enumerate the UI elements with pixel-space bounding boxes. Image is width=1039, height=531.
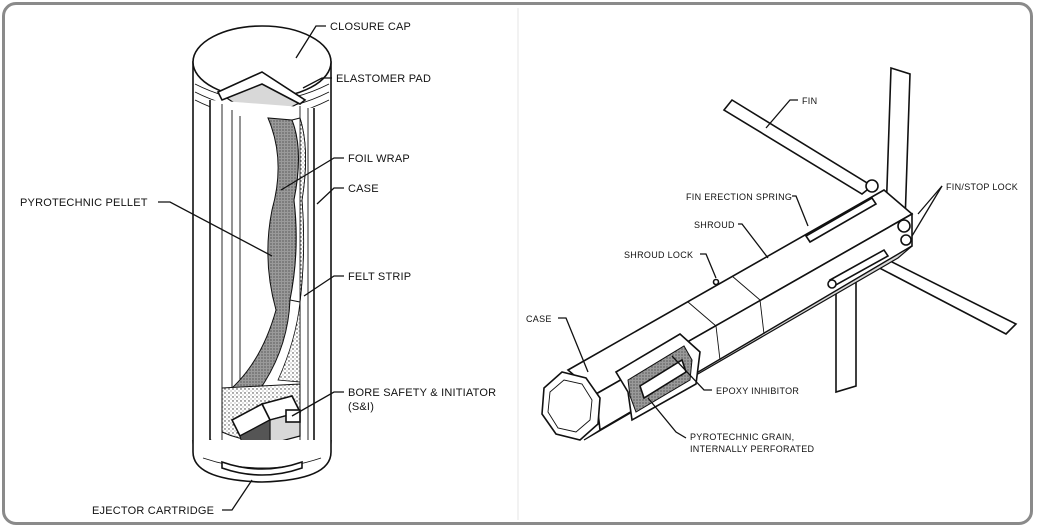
label-foil-wrap: FOIL WRAP (348, 153, 410, 165)
fin-left-shape (722, 98, 874, 195)
label-pyrotechnic-grain: PYROTECHNIC GRAIN, (690, 432, 794, 442)
label-felt-strip: FELT STRIP (348, 271, 411, 283)
label-internally-perforated: INTERNALLY PERFORATED (690, 444, 815, 454)
label-epoxy-inhibitor: EPOXY INHIBITOR (716, 386, 799, 396)
label-bore-safety-si: (S&I) (348, 401, 374, 413)
fin-right-shape (866, 253, 1018, 335)
label-shroud: SHROUD (694, 220, 735, 230)
left-leader-lines (158, 25, 344, 511)
label-fin: FIN (802, 96, 817, 106)
label-shroud-lock: SHROUD LOCK (624, 250, 693, 260)
label-closure-cap: CLOSURE CAP (330, 21, 411, 33)
shroud-lock-pin (712, 278, 720, 286)
label-bore-safety: BORE SAFETY & INITIATOR (348, 387, 496, 399)
flare-cylinder-cutaway (192, 25, 332, 483)
finned-rocket-drawing (541, 66, 1018, 441)
label-ejector-cartridge: EJECTOR CARTRIDGE (92, 505, 214, 517)
right-leader-lines (558, 99, 943, 439)
label-elastomer-pad: ELASTOMER PAD (336, 73, 431, 85)
label-case-right: CASE (526, 314, 552, 324)
label-case-left: CASE (348, 183, 379, 195)
label-fin-stop-lock: FIN/STOP LOCK (946, 182, 1018, 192)
label-fin-erection-spring: FIN ERECTION SPRING (686, 192, 792, 202)
label-pyrotechnic-pellet: PYROTECHNIC PELLET (20, 197, 148, 209)
